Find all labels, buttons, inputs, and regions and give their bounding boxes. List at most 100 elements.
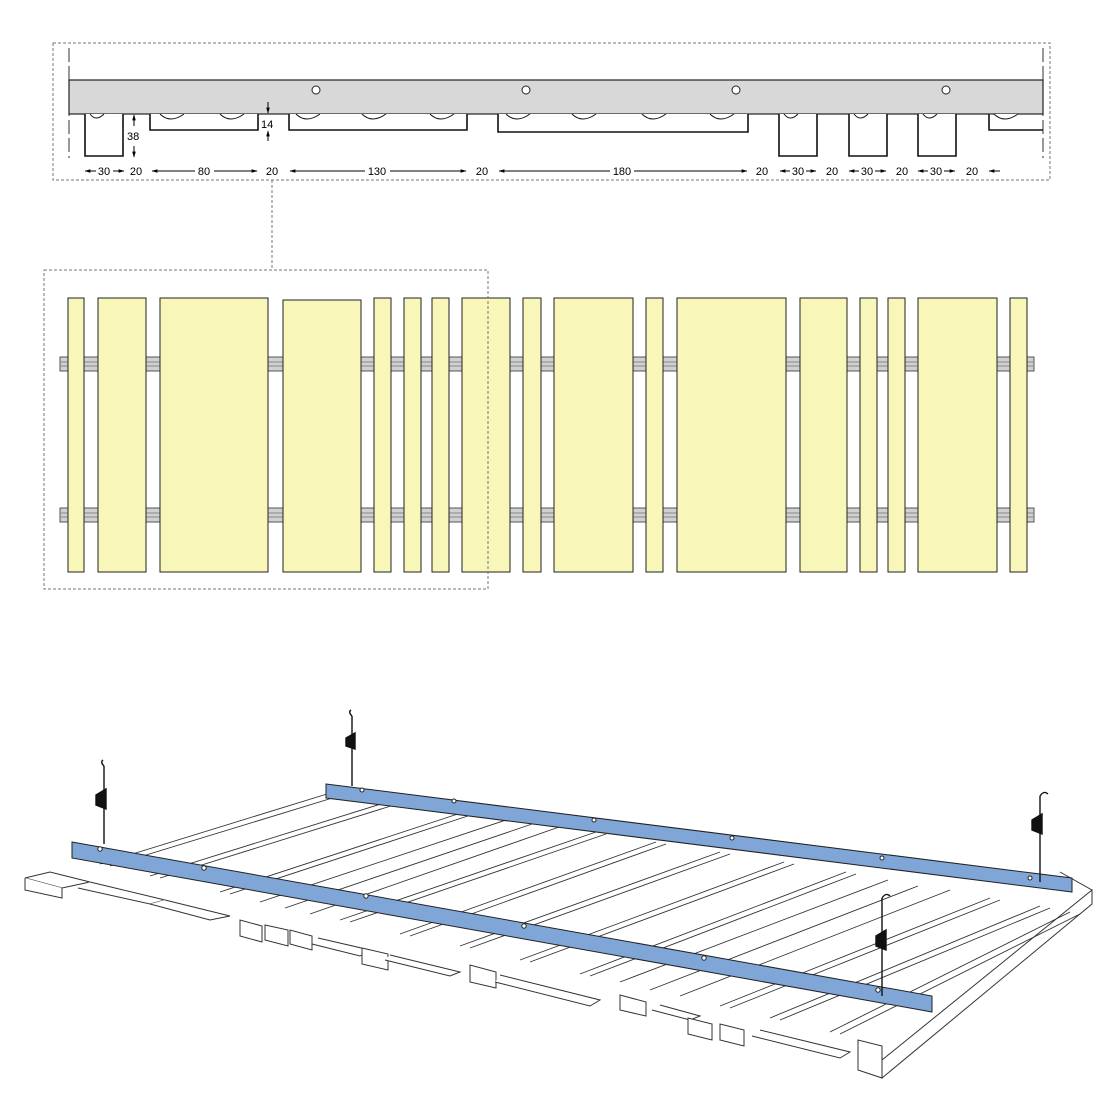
carrier-rail-section [68,79,1044,115]
carrier-hole [879,855,885,861]
slat-edge [719,897,991,1007]
plan-detail-frame [43,269,489,590]
lip-dimension: 14 [261,102,273,141]
rail-notch [853,113,869,119]
rail-clip-notches [89,113,1019,120]
rail-notch [159,113,185,120]
rail-notch [571,113,597,120]
iso-carrier-front [71,841,933,1013]
iso-channel [619,994,647,1017]
carrier-hole [1027,875,1033,881]
carrier-front-body [71,841,933,1013]
carrier-hole [359,787,365,793]
rail-notch [709,113,735,120]
rail-notch [505,113,531,120]
slat [522,297,542,573]
slat [887,297,906,573]
gap-label: 20 [266,166,278,178]
hanger-front-right [875,893,891,996]
hanger-spring-clip [875,928,887,952]
carrier-hole [701,955,707,961]
width-label: 30 [98,166,110,178]
slat [1009,297,1028,573]
iso-channel [469,964,497,989]
iso-channel [687,1017,713,1041]
iso-end-channel [1059,871,1093,891]
hanger-front-left [95,759,107,844]
section-view: 38 14 30 20 80 20 [52,42,1051,181]
slat-edge [649,885,919,991]
slat [645,297,664,573]
width-label: 30 [861,166,873,178]
slat [282,299,362,573]
iso-channel [751,1029,852,1059]
gap-label: 20 [896,166,908,178]
slat-profile-30 [917,114,957,157]
height-dimension: 38 [127,114,139,158]
slat-profile-180 [497,114,749,133]
isometric-view [24,709,1093,1080]
rail-notch [361,113,387,120]
carrier-hole [363,893,369,899]
width-label: 30 [930,166,942,178]
slat-profile-30 [84,114,124,157]
iso-channel [239,919,263,943]
carrier-hole [201,865,207,871]
iso-channel [311,937,372,957]
hanger-spring-clip [345,731,356,750]
gap-label: 20 [966,166,978,178]
slat [403,297,422,573]
slat-edge [729,899,1001,1009]
iso-channel [361,947,389,971]
gap-label: 20 [476,166,488,178]
hanger-hook [1039,791,1049,797]
iso-channel [857,1039,883,1079]
width-label: 80 [198,166,210,178]
rail-hole [941,85,951,95]
iso-channel [651,1004,702,1021]
hanger-back-right [1031,791,1049,882]
slat-edge [679,889,951,997]
slat-profile-30 [778,114,818,157]
rail-notch [641,113,667,120]
slat-edge [829,911,1071,1033]
carrier-hole [729,835,735,841]
iso-channel [77,881,166,905]
slat-profile-130 [288,114,468,131]
hanger-hook [881,893,891,899]
hanger-back-left [345,709,356,786]
iso-channel [719,1023,745,1047]
slat [159,297,269,573]
carrier-hole [97,846,103,852]
slat [373,297,392,573]
iso-channel [384,954,462,977]
gap-label: 20 [826,166,838,178]
rail-hole [521,85,531,95]
width-dimension-chain: 30 20 80 20 130 20 180 20 30 20 30 20 30… [84,166,1000,178]
iso-slat-channels [24,871,1093,1080]
slat-profiles [84,114,1043,157]
rail-notch [783,113,799,119]
hanger-spring-clip [95,787,107,811]
rail-hole [731,85,741,95]
hangers [95,709,1049,996]
iso-end-channel [881,888,1093,1080]
carrier-back-body [325,783,1073,893]
carrier-front-holes [97,846,881,993]
rail-notch [89,113,105,119]
carrier-hole [875,987,881,993]
rail-notch [429,113,455,120]
hanger-hook [349,709,353,717]
iso-channel [494,974,602,1007]
carrier-hole [521,923,527,929]
slat [676,297,787,573]
gap-label: 20 [130,166,142,178]
slat-edge [779,907,1051,1021]
rail-notch [295,113,321,120]
width-label: 130 [368,166,386,178]
gap-label: 20 [756,166,768,178]
slat-edge [99,789,341,865]
width-label: 180 [613,166,631,178]
plan-slats [67,297,1028,573]
slat [431,297,450,573]
